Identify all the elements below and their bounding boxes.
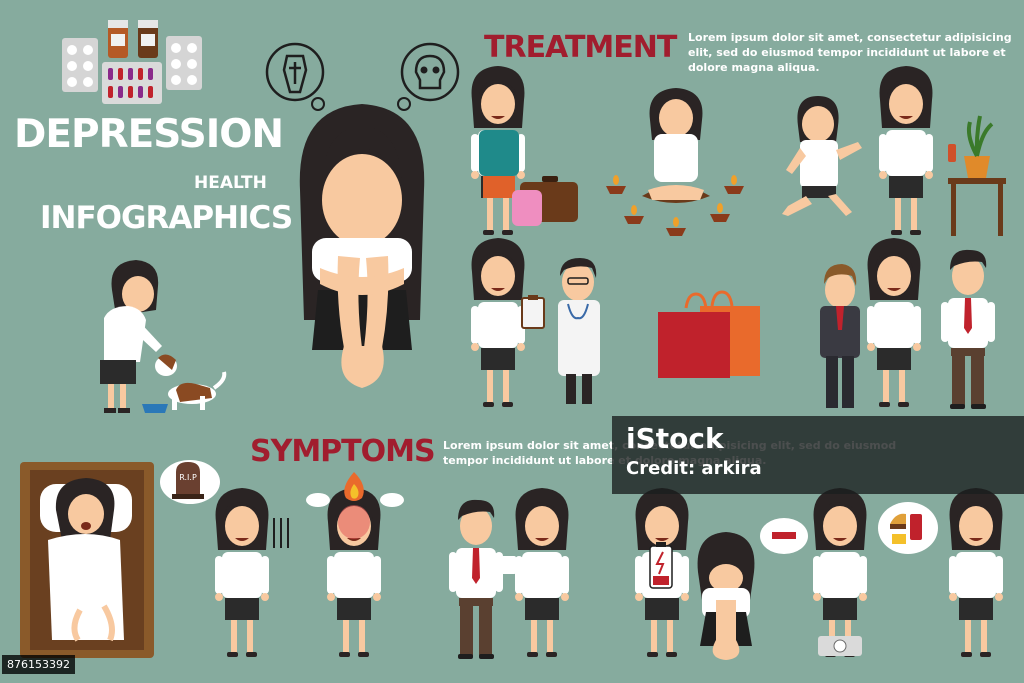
dog-icon — [142, 354, 227, 413]
coffin-icon — [265, 42, 325, 111]
watermark-credit: Credit: arkira — [626, 458, 762, 479]
fatigue-lines — [273, 518, 289, 548]
patient-girl — [471, 238, 525, 407]
eating-girl — [949, 488, 1003, 657]
tired-girl — [215, 488, 269, 657]
teal-shirt — [479, 130, 519, 176]
meditation-girl — [642, 88, 710, 203]
watermark-logo: iStock — [626, 422, 724, 455]
potted-plant-icon — [948, 115, 1006, 236]
treatment-text-line: elit, sed do eiusmod tempor incididunt u… — [688, 46, 1006, 59]
symptoms-heading: SYMPTOMS — [250, 434, 436, 469]
bathroom-scale-icon — [818, 636, 862, 656]
running-girl — [782, 96, 862, 216]
girl-feeding-dog — [100, 260, 162, 413]
crouching-girl — [697, 532, 755, 660]
central-sad-girl — [299, 104, 425, 388]
orange-shorts — [483, 176, 515, 198]
tombstone-icon: R.I.P — [160, 460, 220, 504]
page-subtitle: HEALTH — [194, 173, 267, 193]
clipboard-icon — [521, 295, 545, 329]
bed-icon — [20, 462, 154, 658]
treatment-text-line: dolore magna aliqua. — [688, 61, 820, 74]
talking-man — [941, 249, 995, 409]
battery-low-icon — [649, 542, 673, 589]
angry-face — [338, 505, 370, 539]
watermark-overlay: iStock Credit: arkira — [612, 416, 1024, 494]
doctor — [558, 258, 600, 404]
shopping-bags-icon — [658, 290, 760, 378]
treatment-text-line: Lorem ipsum dolor sit amet, consectetur … — [688, 31, 1012, 44]
businessman — [820, 264, 860, 408]
rip-label: R.I.P — [179, 473, 197, 482]
treatment-description: Lorem ipsum dolor sit amet, consectetur … — [688, 30, 1012, 75]
pill-bottles-icon — [108, 20, 158, 58]
page-title: DEPRESSION — [14, 112, 284, 157]
page-title-secondary: INFOGRAPHICS — [40, 200, 293, 236]
treatment-heading: TREATMENT — [484, 30, 677, 65]
candle-icon — [606, 175, 744, 236]
stock-id-label: 876153392 — [2, 655, 75, 674]
plant-watering-girl — [879, 66, 933, 235]
sad-girl-symptoms — [515, 488, 569, 657]
fire-icon — [306, 472, 404, 507]
suitcase-icon — [512, 176, 578, 226]
man-with-coffee — [449, 499, 503, 659]
skull-icon — [397, 42, 460, 111]
junk-food-icon — [878, 502, 938, 554]
weighing-girl — [813, 488, 867, 657]
talking-girl — [867, 238, 921, 407]
blister-pack-icon — [62, 36, 202, 104]
minus-icon — [760, 518, 808, 554]
